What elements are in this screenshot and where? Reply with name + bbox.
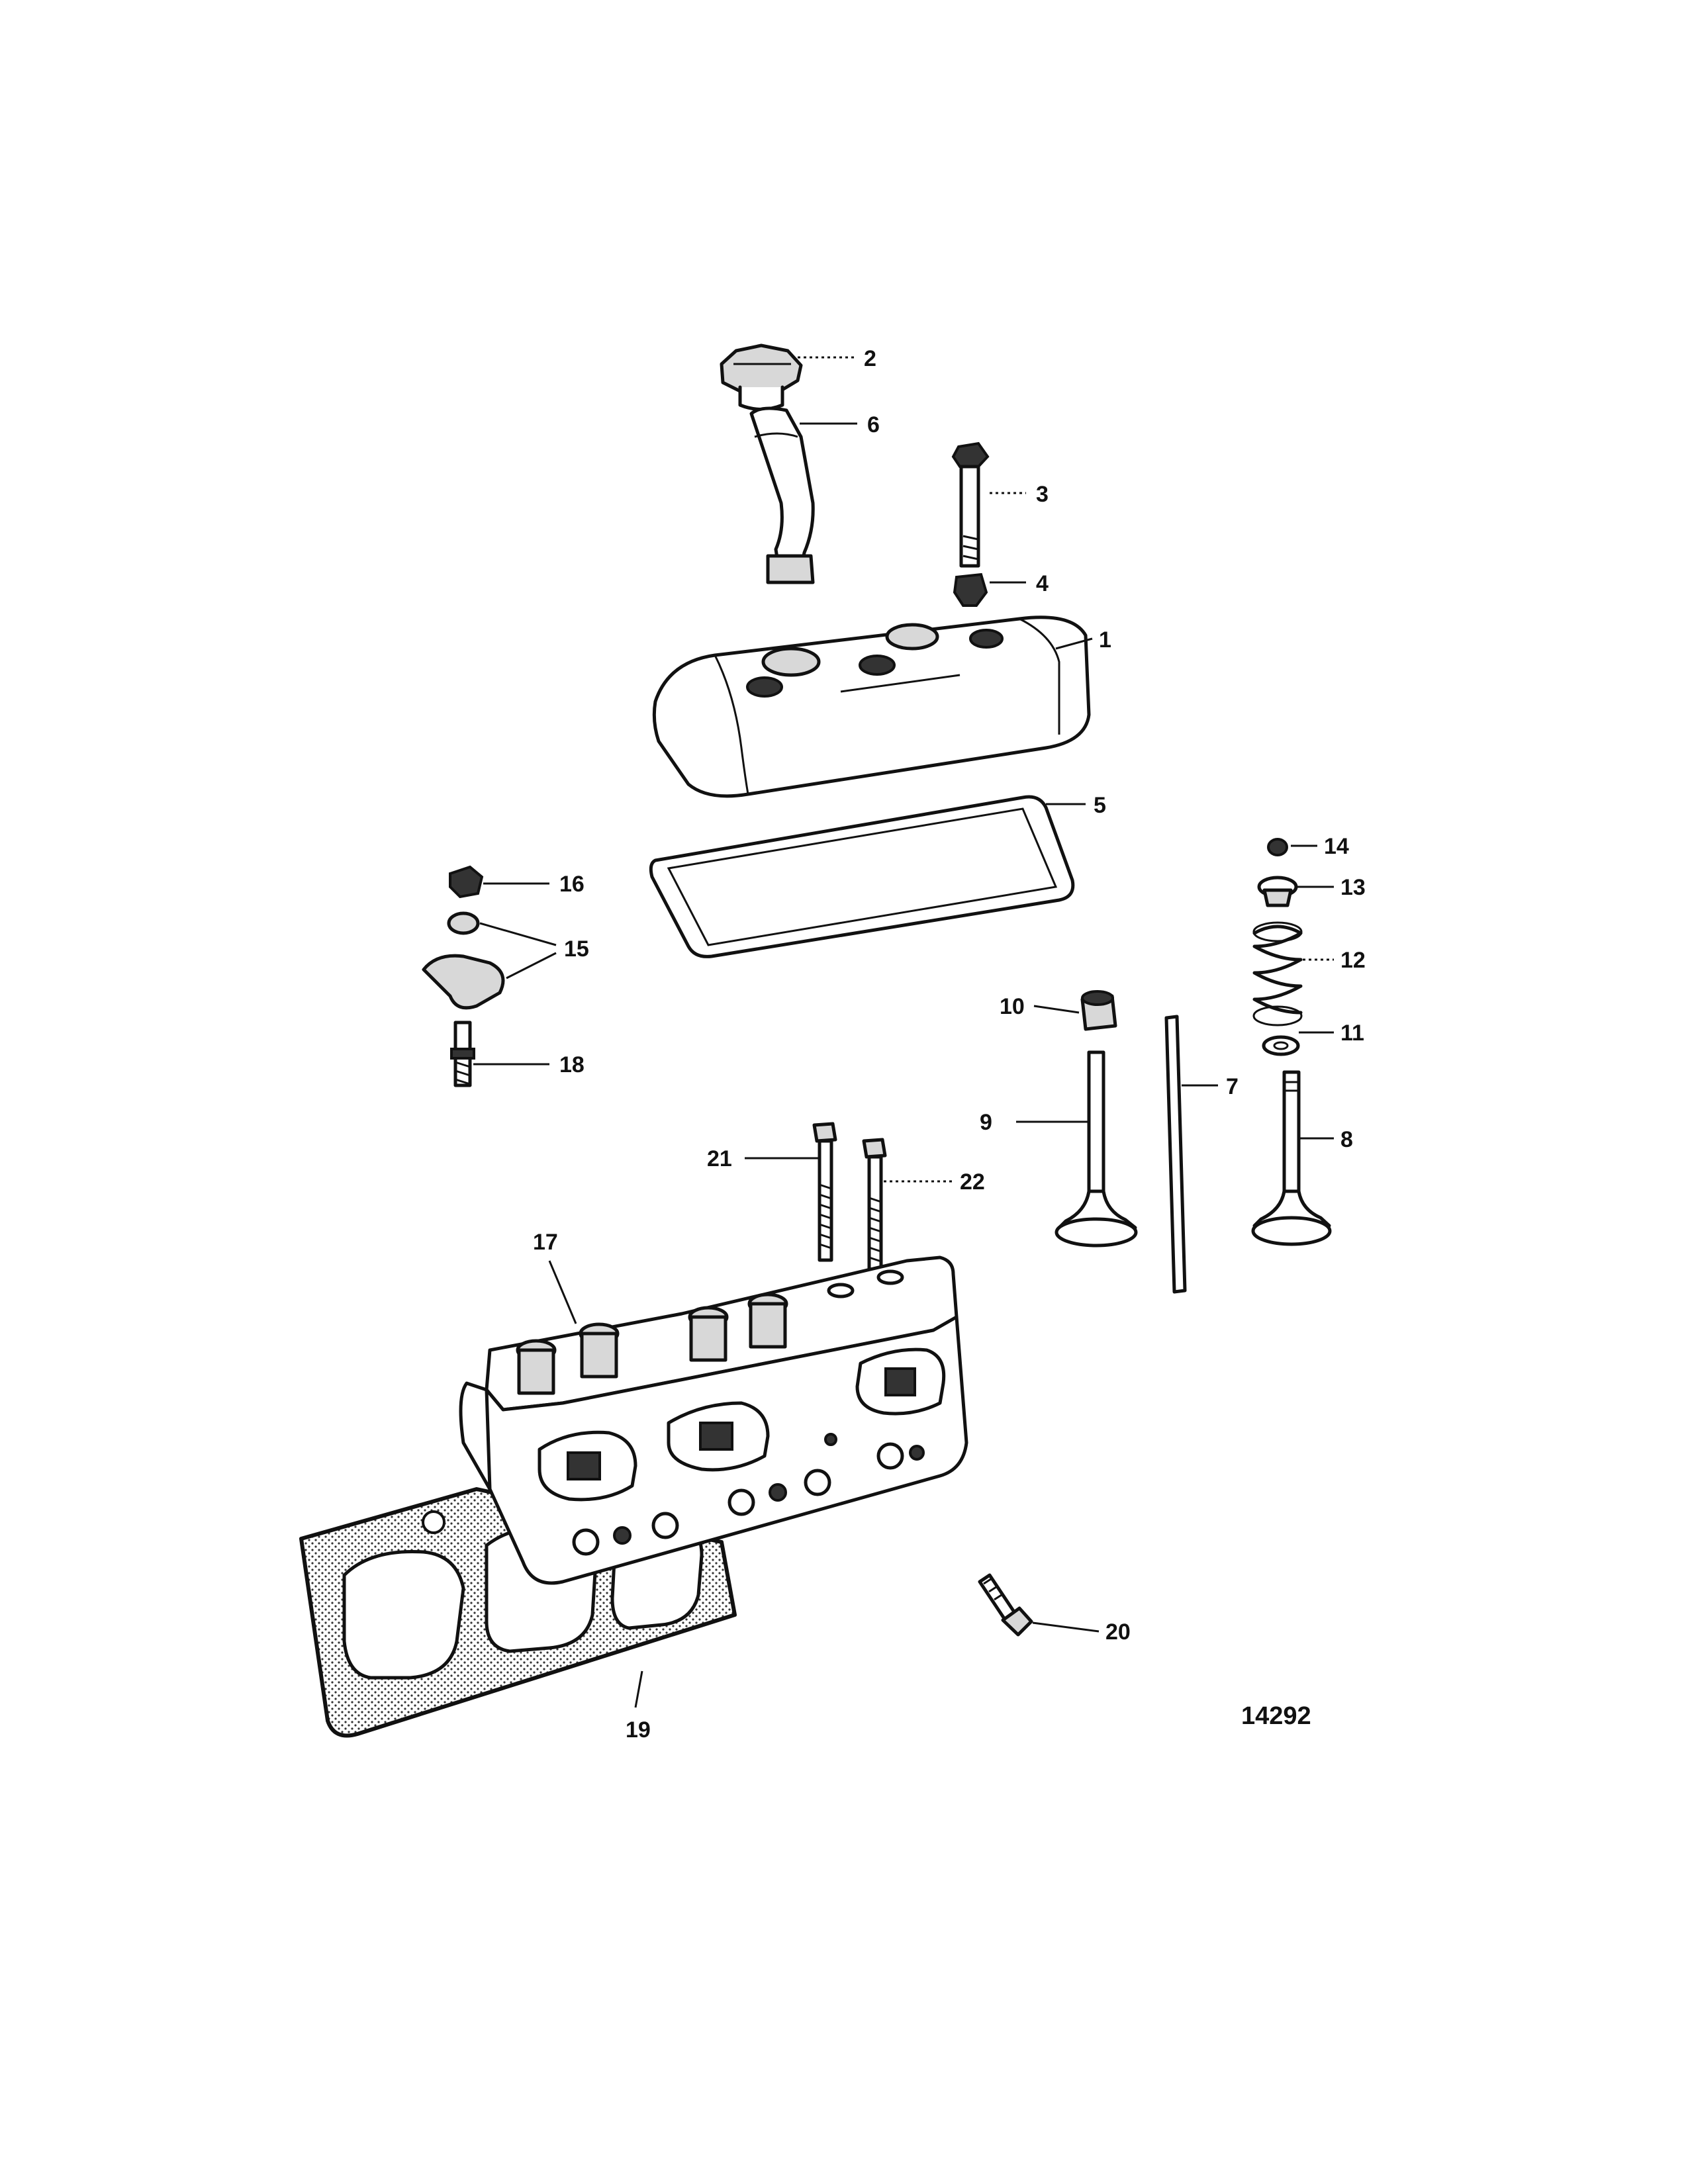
callout-10: 10 <box>1000 994 1025 1019</box>
callout-15: 15 <box>564 936 589 962</box>
callout-18: 18 <box>559 1052 585 1077</box>
callout-9: 9 <box>980 1110 992 1135</box>
part-pushrod <box>1164 1015 1187 1294</box>
callout-17: 17 <box>533 1230 558 1255</box>
head-bolt-holes <box>572 1433 925 1556</box>
part-cover-bolt <box>951 441 990 568</box>
part-oil-filler-tube <box>749 406 815 584</box>
callout-13: 13 <box>1340 875 1366 900</box>
part-exhaust-bolt <box>978 1573 1033 1637</box>
callout-4: 4 <box>1036 571 1049 596</box>
part-cover-gasket <box>649 795 1075 958</box>
callout-14: 14 <box>1324 834 1349 859</box>
part-valve-cover <box>652 615 1091 798</box>
head-valve-springs <box>516 1269 904 1395</box>
part-rocker-ball <box>447 911 480 935</box>
part-rocker-stud <box>450 1021 475 1087</box>
part-oil-filler-cap <box>720 343 803 411</box>
callout-20: 20 <box>1105 1619 1131 1645</box>
part-rocker-arm <box>422 954 505 1010</box>
callout-5: 5 <box>1094 793 1106 818</box>
callout-1: 1 <box>1099 627 1111 653</box>
callout-2: 2 <box>864 346 876 371</box>
callout-6: 6 <box>867 412 880 437</box>
part-valve-keepers <box>1267 838 1288 856</box>
callout-7: 7 <box>1226 1074 1239 1099</box>
part-spring-shim <box>1262 1035 1300 1056</box>
part-rocker-nut <box>449 865 484 899</box>
callout-21: 21 <box>707 1146 732 1171</box>
callout-3: 3 <box>1036 482 1049 507</box>
part-valve-spring <box>1252 921 1303 1026</box>
head-ports <box>538 1347 946 1502</box>
callout-11: 11 <box>1340 1021 1364 1046</box>
part-spring-retainer <box>1257 876 1298 907</box>
part-intake-valve <box>1055 1050 1138 1248</box>
part-head-bolt-long <box>812 1122 837 1262</box>
callout-19: 19 <box>626 1717 651 1743</box>
callout-22: 22 <box>960 1169 985 1195</box>
part-cylinder-head <box>459 1255 968 1585</box>
callout-12: 12 <box>1340 948 1366 973</box>
figure-id: 14292 <box>1241 1702 1311 1730</box>
callout-8: 8 <box>1340 1127 1353 1152</box>
part-head-bolt-short <box>862 1138 887 1271</box>
leader-lines <box>473 356 1334 1708</box>
callout-16: 16 <box>559 872 585 897</box>
part-grommet <box>953 572 988 607</box>
part-valve-seal <box>1080 990 1117 1031</box>
callout-labels: 2 6 3 4 1 5 14 13 12 11 10 7 9 8 21 22 1… <box>533 346 1366 1743</box>
part-exhaust-valve <box>1251 1070 1332 1246</box>
